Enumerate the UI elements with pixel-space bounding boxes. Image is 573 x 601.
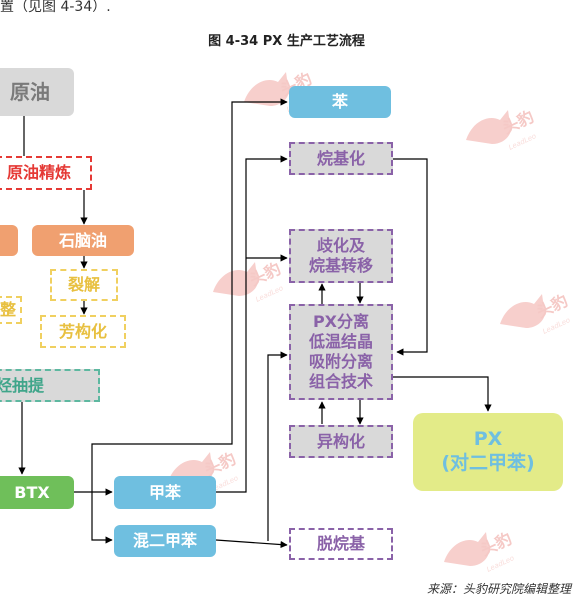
node-benzene: 苯 [289, 86, 391, 118]
edge-xylene-px-separation [267, 351, 288, 541]
edge-toluene-alkylation [216, 155, 288, 493]
watermark-logo: 头豹 LeadLeo [466, 107, 538, 152]
top-text: 置（见图 4-34）. [0, 0, 111, 15]
node-px-product-line2: (对二甲苯) [441, 452, 535, 474]
node-isomerization-label: 异构化 [316, 431, 365, 451]
node-aromatization: 芳构化 [40, 315, 126, 348]
node-disproportionation-line1: 歧化及 [316, 236, 365, 255]
edge-px-separation-px [393, 376, 492, 412]
node-alkylation: 烷基化 [289, 142, 393, 175]
figure-title: 图 4-34 PX 生产工艺流程 [208, 34, 365, 49]
watermark-logo: 头豹 LeadLeo [213, 259, 285, 304]
node-crude-refining: 原油精炼 [0, 156, 92, 190]
node-aromatics-extraction: 芳烃抽提 [0, 369, 100, 402]
node-mixed-xylene-label: 混二甲苯 [132, 531, 197, 550]
node-left-partial [0, 225, 18, 256]
node-dealkylation-label: 脱烷基 [316, 534, 365, 553]
node-mixed-xylene: 混二甲苯 [114, 525, 216, 557]
node-px-separation-line3: 吸附分离 [308, 352, 373, 371]
node-cracking-label: 裂解 [67, 275, 100, 294]
node-disproportionation: 歧化及 烷基转移 [289, 229, 393, 283]
node-crude-refining-label: 原油精炼 [6, 163, 71, 182]
node-benzene-label: 苯 [331, 92, 348, 111]
source-note: 来源：头豹研究院编辑整理 [426, 582, 571, 596]
node-px-separation-line1: PX分离 [312, 312, 370, 331]
node-aromatization-label: 芳构化 [58, 321, 107, 341]
node-disproportionation-line2: 烷基转移 [308, 256, 373, 275]
node-btx: BTX [0, 476, 74, 509]
node-isomerization: 异构化 [289, 425, 393, 458]
node-crude-oil-label: 原油 [10, 79, 50, 104]
node-crude-oil: 原油 [0, 68, 74, 116]
node-px-product-line1: PX [473, 428, 503, 451]
node-left-partial-2-label: 整 [0, 300, 16, 319]
edge-alkylation-px-separation [393, 158, 428, 356]
node-px-product: PX (对二甲苯) [413, 413, 563, 491]
node-px-separation: PX分离 低温结晶 吸附分离 组合技术 [289, 304, 393, 400]
edge-btx-mixed-xylene [91, 492, 113, 544]
node-dealkylation: 脱烷基 [289, 528, 393, 560]
node-cracking: 裂解 [50, 269, 118, 301]
node-alkylation-label: 烷基化 [316, 148, 365, 168]
node-toluene-label: 甲苯 [148, 482, 181, 502]
node-aromatics-extraction-label: 芳烃抽提 [0, 375, 45, 395]
node-btx-label: BTX [14, 482, 50, 502]
watermark-logo: 头豹 LeadLeo [444, 529, 516, 574]
node-naphtha: 石脑油 [32, 225, 134, 256]
node-px-separation-line2: 低温结晶 [308, 332, 373, 351]
node-naphtha-label: 石脑油 [58, 230, 107, 250]
watermark-logo: 头豹 LeadLeo [500, 291, 572, 336]
edge-xylene-dealkylation [215, 539, 288, 549]
node-px-separation-line4: 组合技术 [308, 372, 373, 391]
node-toluene: 甲苯 [114, 476, 216, 509]
edge-btx-benzene [91, 98, 288, 492]
node-left-partial-2: 整 [0, 296, 22, 324]
